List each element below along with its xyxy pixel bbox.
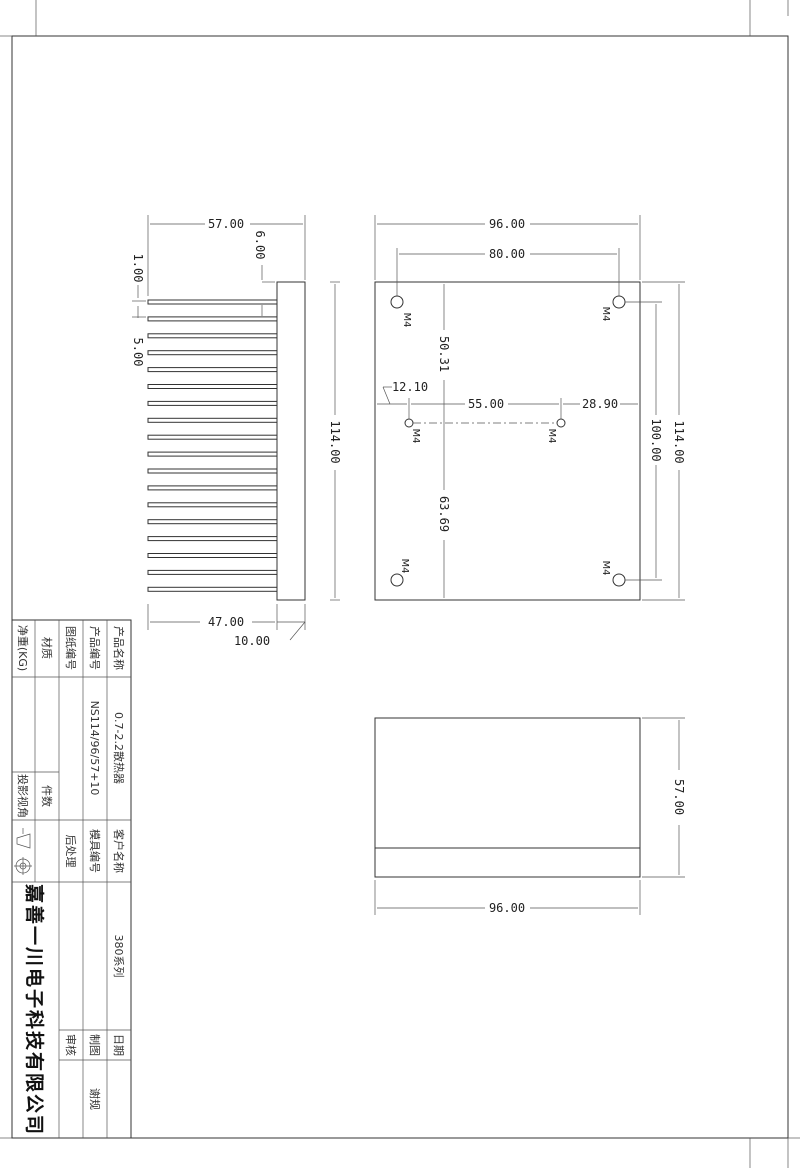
customer-label: 客户名称 <box>112 829 126 873</box>
dim-side-width: 57.00 <box>208 217 244 231</box>
hole-m4 <box>612 295 626 309</box>
customer: 380系列 <box>112 935 126 978</box>
fin <box>147 519 278 525</box>
fin <box>147 434 278 440</box>
fin <box>147 367 278 373</box>
dim-fin-pitch: 5.00 <box>131 338 145 367</box>
fin <box>147 299 278 305</box>
sheet-border <box>11 35 789 1139</box>
front-outline <box>374 717 641 878</box>
product-name: 0.7-2.2散热器 <box>112 712 126 784</box>
drawn-label: 制图 <box>88 1034 101 1056</box>
fin <box>147 468 278 474</box>
hole-small <box>404 418 414 428</box>
hole-label: M4 <box>600 307 611 322</box>
dim-right-offset: 28.90 <box>582 397 618 411</box>
fin <box>147 417 278 423</box>
side-view: 57.00 6.00 1.00 5.00 114.00 47.00 10.00 <box>131 215 342 648</box>
fin <box>147 553 278 558</box>
post-process-label: 后处理 <box>64 835 77 868</box>
fin <box>147 502 278 508</box>
review-label: 审核 <box>64 1034 78 1056</box>
fin <box>147 316 278 322</box>
fin <box>147 569 278 575</box>
fin <box>147 400 278 406</box>
material-label: 材质 <box>40 637 54 659</box>
date-label: 日期 <box>112 1034 125 1056</box>
dim-fin-length: 47.00 <box>208 615 244 629</box>
plate-outline <box>374 281 641 601</box>
projection-symbol-icon <box>14 828 32 875</box>
product-name-label: 产品名称 <box>112 626 126 670</box>
hole-label: M4 <box>410 429 421 444</box>
dim-lower-offset: 63.69 <box>437 496 451 532</box>
dim-hole-vertical: 100.00 <box>649 418 663 461</box>
dim-bottom-width: 96.00 <box>489 901 525 915</box>
fins <box>147 299 278 592</box>
fin <box>147 350 278 356</box>
dim-top-height: 114.00 <box>672 420 686 463</box>
hole-label: M4 <box>546 429 557 444</box>
dim-hole-spacing: 80.00 <box>489 247 525 261</box>
fin <box>147 333 278 339</box>
fin <box>147 485 278 491</box>
dim-top-width: 96.00 <box>489 217 525 231</box>
projection-label: 投影视角 <box>16 774 30 818</box>
product-no-label: 产品编号 <box>88 626 102 670</box>
hole-label: M4 <box>401 313 412 328</box>
hole-label: M4 <box>600 561 611 576</box>
drawn-by: 谢规 <box>88 1088 102 1110</box>
quantity-label: 件数 <box>40 785 53 807</box>
dim-side-height: 114.00 <box>328 420 342 463</box>
product-no: NS114/96/57+10 <box>88 701 101 796</box>
net-weight-label: 净重(KG) <box>16 625 30 671</box>
company-name: 嘉善一川电子科技有限公司 <box>23 883 46 1136</box>
dim-center-spacing: 55.00 <box>468 397 504 411</box>
dim-fin-thickness: 1.00 <box>131 254 145 283</box>
base-plate <box>276 281 306 601</box>
hole-small <box>556 418 566 428</box>
hole-m4 <box>390 573 404 587</box>
fin <box>147 384 278 389</box>
hole-m4 <box>612 573 626 587</box>
drawing-no-label: 图纸编号 <box>64 626 78 670</box>
dim-bottom-height: 57.00 <box>672 779 686 815</box>
fin <box>147 586 278 592</box>
mold-no-label: 模具编号 <box>88 829 102 873</box>
fin <box>147 536 278 542</box>
dim-left-offset: 12.10 <box>392 380 428 394</box>
dim-top-hole-offset: 50.31 <box>437 336 451 372</box>
top-view: M4 M4 M4 M4 M4 M4 96.00 80.00 50.31 63.6… <box>374 215 686 601</box>
front-view: 57.00 96.00 <box>374 717 686 915</box>
hole-m4 <box>390 295 404 309</box>
hole-label: M4 <box>399 559 410 574</box>
dim-base-thickness: 10.00 <box>234 634 270 648</box>
fin <box>147 451 278 457</box>
dim-base-offset: 6.00 <box>253 231 267 260</box>
